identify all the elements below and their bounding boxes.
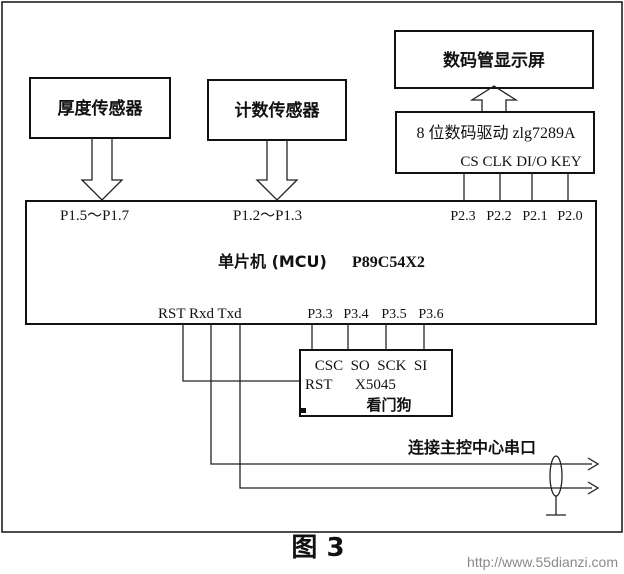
watermark-url: http://www.55dianzi.com bbox=[467, 554, 618, 570]
thickness-sensor-block bbox=[29, 77, 171, 139]
port-p3-3: P3.3 bbox=[307, 307, 332, 322]
serial-label: 连接主控中心串口 bbox=[408, 438, 536, 457]
display-label: 数码管显示屏 bbox=[443, 50, 545, 71]
port-p2-1: P2.1 bbox=[522, 209, 547, 224]
watchdog-chip: X5045 bbox=[355, 377, 396, 393]
driver-pins: CS CLK DI/O KEY bbox=[460, 154, 581, 170]
count-sensor-label: 计数传感器 bbox=[235, 100, 321, 121]
watchdog-pins: CSC SO SCK SI bbox=[315, 358, 428, 374]
port-p2-2: P2.2 bbox=[486, 209, 511, 224]
count-sensor-block bbox=[207, 79, 347, 141]
rxd-wire bbox=[210, 324, 592, 465]
port-p2-3: P2.3 bbox=[450, 209, 475, 224]
display-arrow bbox=[469, 85, 519, 112]
display-block bbox=[394, 30, 594, 89]
thickness-arrow bbox=[80, 138, 124, 201]
watchdog-block bbox=[299, 349, 453, 417]
port-p3-4: P3.4 bbox=[343, 307, 368, 322]
txd-terminal bbox=[587, 481, 600, 495]
figure-caption: 图 3 bbox=[291, 533, 344, 563]
port-p3-5: P3.5 bbox=[381, 307, 406, 322]
outer-frame bbox=[1, 1, 623, 533]
rst-wire bbox=[182, 324, 300, 382]
driver-block bbox=[395, 111, 595, 174]
cable-shield bbox=[549, 455, 563, 497]
watchdog-rst: RST bbox=[305, 377, 333, 393]
count-arrow bbox=[255, 140, 299, 201]
watchdog-name: 看门狗 bbox=[366, 396, 411, 414]
port-uart: RST Rxd Txd bbox=[158, 306, 242, 322]
port-p2-0: P2.0 bbox=[557, 209, 582, 224]
mcu-model: P89C54X2 bbox=[352, 254, 425, 271]
mcu-block bbox=[25, 200, 597, 325]
driver-title: 8 位数码驱动 zlg7289A bbox=[416, 124, 576, 142]
port-p1-left: P1.5～P1.7 bbox=[60, 208, 130, 224]
rxd-terminal bbox=[587, 457, 600, 471]
mcu-label: 单片机 (MCU) bbox=[218, 252, 327, 271]
port-p3-6: P3.6 bbox=[418, 307, 443, 322]
thickness-sensor-label: 厚度传感器 bbox=[58, 98, 144, 119]
port-p1-mid: P1.2～P1.3 bbox=[233, 208, 302, 224]
txd-wire bbox=[239, 324, 592, 489]
watchdog-dot bbox=[301, 408, 306, 413]
